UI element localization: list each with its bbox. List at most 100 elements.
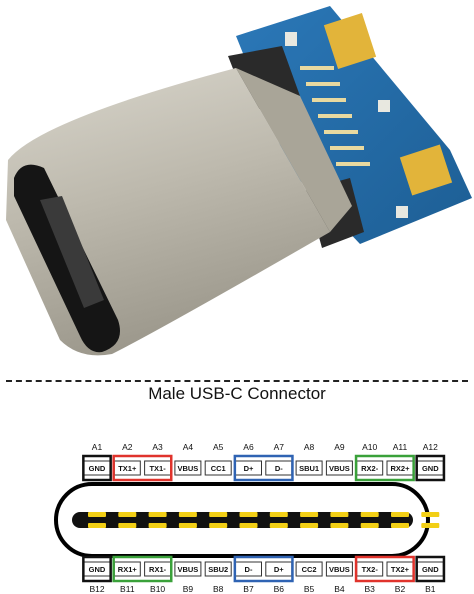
row-b-signal-box [204,561,232,577]
row-b-signal-label: RX1- [149,565,167,574]
row-b-pin-id: B8 [213,584,224,594]
row-a-group-frame-red [112,454,173,482]
row-b-pin-id: B3 [364,584,375,594]
row-b-signal-label: SBU2 [208,565,228,574]
row-b-signal-label: TX2+ [391,565,410,574]
contact-pad-bottom [330,523,349,528]
row-b-pin-id: B10 [150,584,165,594]
row-a-signal-label: CC1 [211,464,226,473]
contact-pad-bottom [148,523,167,528]
contact-pad-top [391,512,409,517]
pcb-contacts [300,66,370,166]
row-a-pin-id: A4 [183,442,194,452]
row-b-group-frame-black [82,555,112,583]
gold-pad [399,144,453,196]
row-a-group-frame-black [415,454,446,482]
contact-pad-top [421,512,440,517]
gold-pad [323,12,377,70]
row-b-signal-label: RX1+ [118,565,138,574]
row-b-group-frame-blue [233,555,294,583]
row-b-signal-label: D+ [274,565,284,574]
contact-pad-top [118,512,137,517]
row-b-group-frame-green [112,555,173,583]
row-a-signal-label: GND [89,464,106,473]
row-a-pin-id: A11 [393,442,408,452]
row-b-pin-id: B11 [120,584,135,594]
row-b-pin-id: B6 [274,584,285,594]
contact-pad-bottom [360,523,379,528]
row-a-signal-box [204,460,232,476]
contact-pad-top [239,512,258,517]
dashed-divider [6,380,468,382]
contact-pad-bottom [300,523,319,528]
tongue [40,196,104,308]
row-a-pin-id: A7 [274,442,285,452]
row-b-signal-label: GND [89,565,106,574]
row-b-pin-id: B5 [304,584,315,594]
contact-pad-bottom [421,523,440,528]
row-a-signal-label: RX2- [361,464,379,473]
row-a-pin-id: A8 [304,442,315,452]
contact-pad-top [178,512,197,517]
row-b-signal-label: CC2 [302,565,317,574]
shell-side [236,68,352,232]
contact-pad-top [330,512,349,517]
gold-pad [285,32,297,46]
row-b-signal-label: VBUS [177,565,198,574]
row-a-signal-label: VBUS [177,464,198,473]
gold-pad [378,100,390,112]
row-a-signal-label: TX1+ [118,464,137,473]
row-b-signal-label: VBUS [329,565,350,574]
row-a-signal-label: TX1- [149,464,166,473]
row-a-pin-id: A1 [92,442,103,452]
contact-pad-bottom [118,523,137,528]
row-a-pin-id: A12 [423,442,438,452]
row-b-signal-box [325,561,353,577]
contact-pad-top [360,512,379,517]
row-b-pin-id: B9 [183,584,194,594]
contact-pad-bottom [239,523,258,528]
row-a-pin-id: A2 [122,442,133,452]
row-b-signal-box [174,561,202,577]
row-b-group-frame-black [415,555,446,583]
contact-pad-bottom [269,523,288,528]
contact-pad-top [148,512,167,517]
contact-pad-top [209,512,228,517]
row-a-pin-id: A9 [334,442,345,452]
usb-c-connector-photo [6,6,472,356]
row-b-pin-id: B1 [425,584,436,594]
row-a-signal-label: D- [275,464,283,473]
row-a-signal-label: SBU1 [299,464,319,473]
row-a-signal-box [174,460,202,476]
row-b-signal-label: D- [245,565,253,574]
row-b-pin-id: B12 [89,584,104,594]
row-b-signal-label: GND [422,565,439,574]
diagram-title: Male USB-C Connector [148,384,326,403]
row-a-signal-label: GND [422,464,439,473]
row-b-pin-id: B7 [243,584,254,594]
row-b-pin-id: B2 [395,584,406,594]
contact-pad-bottom [178,523,197,528]
row-b-signal-label: TX2- [362,565,379,574]
row-a-signal-label: D+ [244,464,254,473]
row-b-group-frame-red [354,555,415,583]
row-a-signal-box [325,460,353,476]
row-a-group-frame-black [82,454,112,482]
row-a-pin-id: A6 [243,442,254,452]
row-a-pin-id: A3 [152,442,163,452]
row-a-pin-id: A5 [213,442,224,452]
contact-pad-bottom [209,523,228,528]
contact-pad-bottom [88,523,106,528]
contact-pad-top [88,512,106,517]
row-b-pin-id: B4 [334,584,345,594]
row-a-signal-label: VBUS [329,464,350,473]
pinout-diagram: A1 A2 A3 A4 A5 A6 A7 A8 A9 A10 A11 A12 GND TX1+ TX1- V… [54,442,446,594]
row-b-signal-box [295,561,323,577]
row-a-signal-box [295,460,323,476]
contact-pad-top [300,512,319,517]
row-a-pin-id: A10 [362,442,377,452]
row-a-group-frame-green [354,454,415,482]
gold-pad [396,206,408,218]
contact-pad-top [269,512,288,517]
contact-pad-bottom [391,523,409,528]
